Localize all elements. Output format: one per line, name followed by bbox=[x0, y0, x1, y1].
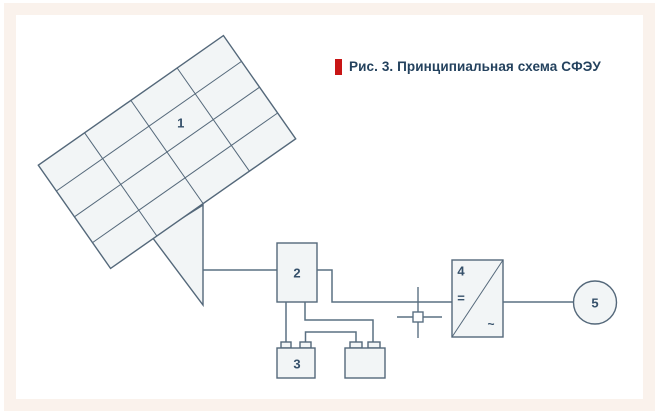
battery-1: 3 bbox=[276, 341, 316, 379]
battery-1-terminal-left bbox=[280, 341, 292, 349]
battery-label: 3 bbox=[293, 357, 300, 372]
load-label: 5 bbox=[591, 296, 598, 311]
controller-label: 2 bbox=[293, 266, 300, 281]
figure-caption: Рис. 3. Принципиальная схема СФЭУ bbox=[335, 58, 601, 75]
battery-1-body bbox=[276, 347, 316, 379]
inverter-box: 4 = ~ bbox=[451, 259, 504, 338]
caption-text: Рис. 3. Принципиальная схема СФЭУ bbox=[349, 59, 601, 74]
battery-2-terminal-right bbox=[367, 341, 381, 349]
caption-bullet-icon bbox=[335, 58, 342, 75]
battery-2 bbox=[344, 341, 386, 379]
panel-grid-line bbox=[92, 112, 278, 244]
panel-grid-line bbox=[56, 60, 242, 192]
ac-symbol: ~ bbox=[487, 317, 494, 331]
inverter-diagonal bbox=[451, 259, 504, 338]
battery-2-terminal-left bbox=[349, 341, 363, 349]
solar-panel-label: 1 bbox=[177, 115, 184, 130]
dc-symbol: = bbox=[457, 291, 465, 306]
junction-symbol bbox=[397, 287, 442, 338]
solar-panel: 1 bbox=[37, 34, 297, 270]
wire-battery-bridge bbox=[304, 331, 357, 342]
junction-node bbox=[412, 311, 424, 323]
inverter-label: 4 bbox=[457, 264, 465, 279]
wire-controller-to-inverter bbox=[317, 269, 452, 303]
panel-grid-line bbox=[74, 86, 260, 218]
battery-1-terminal-right bbox=[299, 341, 312, 349]
load-circle bbox=[572, 280, 618, 325]
battery-2-body bbox=[344, 347, 386, 379]
controller-box bbox=[276, 242, 318, 303]
wire-controller-to-battery2 bbox=[304, 302, 374, 342]
